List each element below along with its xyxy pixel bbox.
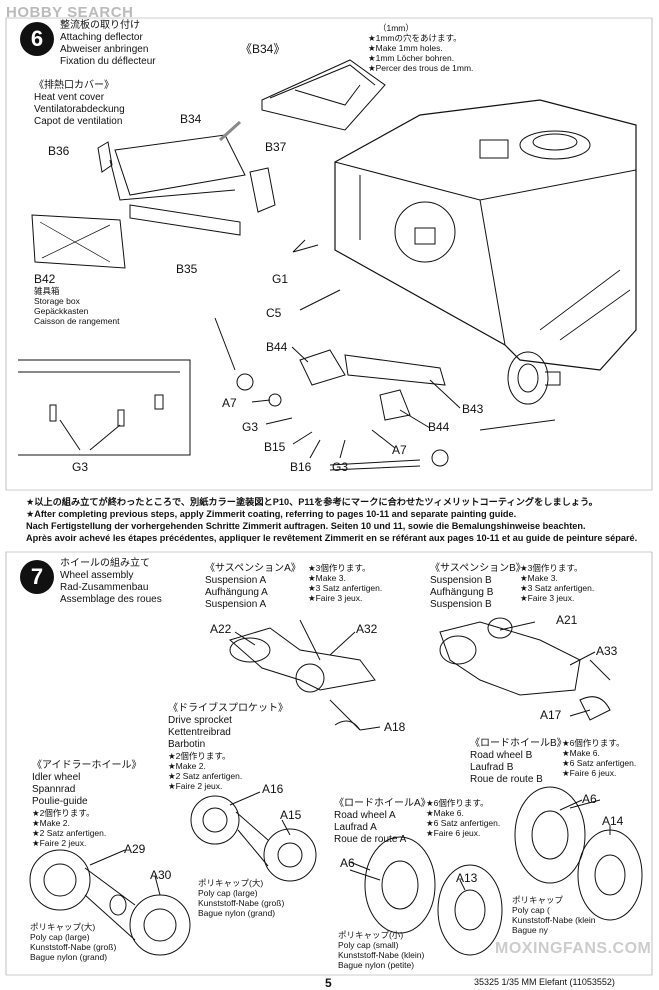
part-label-g3-a: G3	[242, 420, 259, 434]
part-label-c5: C5	[266, 306, 282, 320]
road-wheel-a-title: 《ロードホイールA》 Road wheel A Laufrad A Roue d…	[334, 798, 431, 845]
road-wheel-b-title: 《ロードホイールB》 Road wheel B Laufrad B Roue d…	[470, 738, 567, 785]
part-label-a21: A21	[556, 613, 578, 627]
part-label-a32: A32	[356, 622, 378, 636]
part-label-b34: B34	[180, 112, 202, 126]
part-label-a22: A22	[210, 622, 232, 636]
part-label-a17: A17	[540, 708, 562, 722]
part-label-b15: B15	[264, 440, 286, 454]
drive-sprocket-title: 《ドライブスプロケット》 Drive sprocket Kettentreibr…	[168, 703, 288, 750]
page-number: 5	[325, 976, 332, 990]
part-label-a15: A15	[280, 808, 302, 822]
polycap-large-sprocket: ポリキャップ(大) Poly cap (large) Kunststoff-Na…	[198, 878, 285, 918]
part-label-b34-box: 《B34》	[240, 42, 286, 56]
watermark-bottom: MOXINGFANS.COM	[495, 940, 652, 957]
part-label-a16: A16	[262, 782, 284, 796]
part-label-a29: A29	[124, 842, 146, 856]
step-6-number: 6	[20, 22, 54, 56]
part-label-g3-c: G3	[72, 460, 89, 474]
idler-wheel-title: 《アイドラーホイール》 Idler wheel Spannrad Poulie-…	[32, 760, 142, 807]
part-label-b44-a: B44	[266, 340, 288, 354]
part-label-b42: B42	[34, 272, 56, 286]
polycap-small-road-b: ポリキャップ Poly cap ( Kunststoff-Nabe (klein…	[512, 895, 596, 935]
part-label-g1: G1	[272, 272, 289, 286]
road-wheel-b-note: ★6個作ります。 ★Make 6. ★6 Satz anfertigen. ★F…	[562, 738, 637, 778]
part-label-g3-b: G3	[332, 460, 349, 474]
part-label-a18: A18	[384, 720, 406, 734]
suspension-a-title: 《サスペンションA》 Suspension A Aufhängung A Sus…	[205, 563, 301, 610]
suspension-b-title: 《サスペンションB》 Suspension B Aufhängung B Sus…	[430, 563, 526, 610]
idler-wheel-note: ★2個作ります。 ★Make 2. ★2 Satz anfertigen. ★F…	[32, 808, 107, 848]
suspension-a-note: ★3個作ります。 ★Make 3. ★3 Satz anfertigen. ★F…	[308, 563, 383, 603]
polycap-large-idler: ポリキャップ(大) Poly cap (large) Kunststoff-Na…	[30, 922, 117, 962]
kit-code: 35325 1/35 MM Elefant (11053552)	[474, 977, 615, 987]
step-7-title: ホイールの組み立て Wheel assembly Rad-Zusammenbau…	[60, 558, 162, 605]
part-label-a13: A13	[456, 871, 478, 885]
part-label-b16: B16	[290, 460, 312, 474]
road-wheel-a-note: ★6個作ります。 ★Make 6. ★6 Satz anfertigen. ★F…	[426, 798, 501, 838]
part-label-a6-b: A6	[582, 792, 597, 806]
part-label-a14: A14	[602, 814, 624, 828]
part-label-b36: B36	[48, 144, 70, 158]
part-label-a6-a: A6	[340, 856, 355, 870]
polycap-small-road-a: ポリキャップ(小) Poly cap (small) Kunststoff-Na…	[338, 930, 425, 970]
part-label-a7-b: A7	[392, 443, 407, 457]
part-label-a7-a: A7	[222, 396, 237, 410]
storage-box-title: 雑具箱 Storage box Gepäckkasten Caisson de …	[34, 286, 120, 326]
watermark-top: HOBBY SEARCH	[6, 4, 134, 21]
holes-note: （1mm） ★1mmの穴をあけます。 ★Make 1mm holes. ★1mm…	[368, 23, 474, 73]
part-label-a30: A30	[150, 868, 172, 882]
drive-sprocket-note: ★2個作ります。 ★Make 2. ★2 Satz anfertigen. ★F…	[168, 751, 243, 791]
part-label-b37: B37	[265, 140, 287, 154]
part-label-b43: B43	[462, 402, 484, 416]
step-6-title: 整流板の取り付け Attaching deflector Abweiser an…	[60, 20, 156, 67]
part-label-b35: B35	[176, 262, 198, 276]
heat-vent-cover-title: 《排熱口カバー》 Heat vent cover Ventilatorabdec…	[34, 80, 125, 127]
step-7-number: 7	[20, 560, 54, 594]
part-label-b44-b: B44	[428, 420, 450, 434]
zimmerit-note: ★以上の組み立てが終わったところで、別紙カラー塗装図とP10、P11を参考にマー…	[26, 497, 638, 543]
suspension-b-note: ★3個作ります。 ★Make 3. ★3 Satz anfertigen. ★F…	[520, 563, 595, 603]
part-label-a33: A33	[596, 644, 618, 658]
